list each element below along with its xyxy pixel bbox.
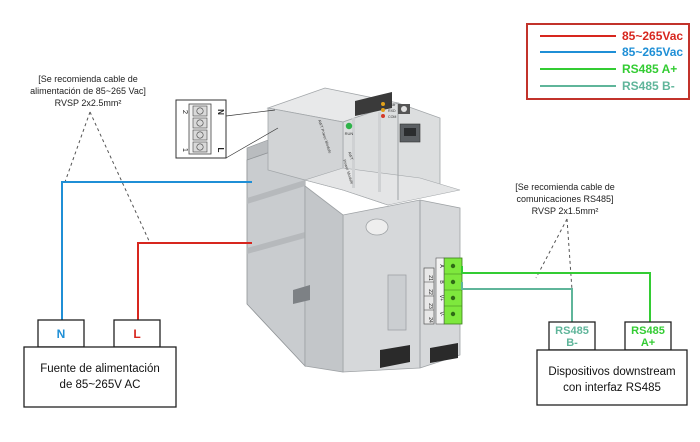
run-label: RUN <box>345 131 354 136</box>
rs485-wiring <box>461 266 651 322</box>
power-source-line-1: Fuente de alimentación <box>40 363 160 375</box>
terminal-b-label-1: RS485 <box>555 325 589 337</box>
terminal-a-label-1: RS485 <box>631 325 665 337</box>
comm-cable-note: [Se recomienda cable de comunicaciones R… <box>515 182 615 291</box>
port-label-24: 24 <box>427 317 433 323</box>
terminal-a-label-2: A+ <box>641 337 655 349</box>
power-cable-note: [Se recomienda cable de alimentación de … <box>30 74 151 244</box>
power-wiring <box>61 181 252 320</box>
comm-port-label-vplus: V+ <box>438 295 444 301</box>
wire-ac-blue-n <box>61 181 252 320</box>
power-source: N L Fuente de alimentación de 85~265V AC <box>23 319 177 408</box>
legend-label-ac-blue: 85~265Vac <box>622 45 683 59</box>
terminal-n-label: N <box>57 327 66 341</box>
power-module-device: AWT Power Module RUN AWT Power Module TX… <box>246 87 463 373</box>
comm-note-line-3: RVSP 2x1.5mm² <box>532 206 599 216</box>
comm-note-line-1: [Se recomienda cable de <box>515 182 615 192</box>
led-label-txd: TXD <box>388 103 396 107</box>
power-note-leader-blue <box>64 111 91 183</box>
wire-rs485-b <box>461 282 573 322</box>
adjust-knob <box>365 218 389 236</box>
legend: 85~265Vac 85~265Vac RS485 A+ RS485 B- <box>526 23 690 100</box>
comm-note-leader-b <box>566 218 573 291</box>
downstream-line-2: con interfaz RS485 <box>563 382 661 394</box>
power-source-box <box>23 346 177 408</box>
legend-label-ac-red: 85~265Vac <box>622 29 683 43</box>
terminal-callout: 2 1 N L <box>175 99 279 159</box>
power-note-leader-red <box>89 111 151 244</box>
power-note-line-3: RVSP 2x2.5mm² <box>55 98 122 108</box>
port-label-22: 22 <box>427 289 433 295</box>
terminal-n <box>37 319 85 348</box>
terminal-b-label-2: B- <box>566 337 578 349</box>
callout-label-2: 2 <box>181 110 190 114</box>
comm-port-label-b: B <box>438 280 444 284</box>
downstream-devices: RS485 B- RS485 A+ Dispositivos downstrea… <box>536 321 688 406</box>
wire-ac-red-l <box>137 242 252 320</box>
terminal-l <box>113 319 161 348</box>
callout-label-l: L <box>216 148 225 153</box>
legend-label-rs485-b: RS485 B- <box>622 79 675 93</box>
wire-rs485-a <box>461 266 651 322</box>
front-text-line-1: AWT <box>347 151 355 161</box>
comm-port-label-a: A <box>438 264 444 268</box>
downstream-box <box>536 349 688 406</box>
power-note-line-2: alimentación de 85~265 Vac] <box>30 86 146 96</box>
callout-label-n: N <box>216 109 225 115</box>
power-source-line-2: de 85~265V AC <box>60 379 141 391</box>
port-label-21: 21 <box>427 275 433 281</box>
comm-note-leader-a <box>535 218 568 279</box>
comm-note-line-2: comunicaciones RS485] <box>516 194 613 204</box>
callout-label-1: 1 <box>181 148 190 152</box>
downstream-line-1: Dispositivos downstream <box>548 366 675 378</box>
run-led <box>345 122 353 130</box>
led-label-rxd: RXD <box>388 109 396 113</box>
terminal-l-label: L <box>133 327 140 341</box>
power-note-line-1: [Se recomienda cable de <box>38 74 138 84</box>
port-label-23: 23 <box>427 303 433 309</box>
led-label-com: COM <box>388 115 396 119</box>
legend-label-rs485-a: RS485 A+ <box>622 62 677 76</box>
comm-port-label-vminus: V- <box>438 312 444 317</box>
